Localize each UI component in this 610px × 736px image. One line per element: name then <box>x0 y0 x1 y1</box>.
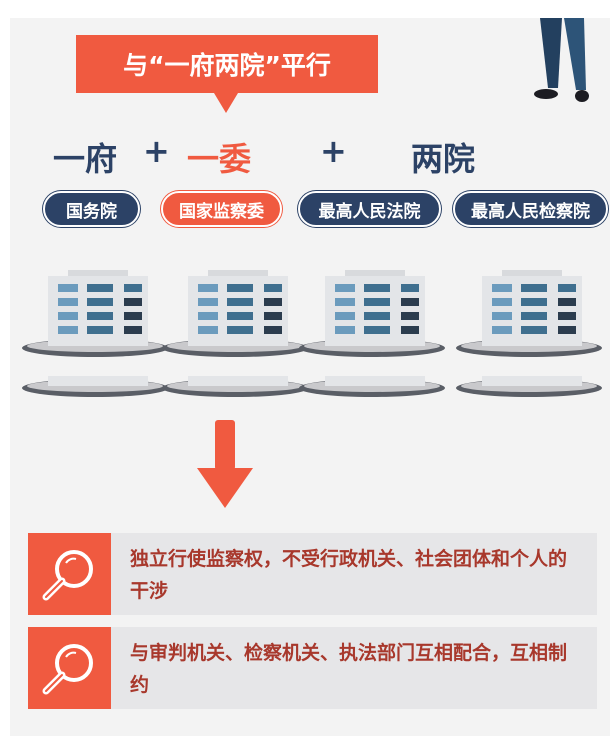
building-reflection <box>20 376 170 398</box>
plus-sign: + <box>143 132 170 170</box>
person-legs-illustration <box>534 18 589 102</box>
banner-pointer <box>214 93 238 113</box>
building-illustration <box>454 268 604 358</box>
feature-item: 与审判机关、检察机关、执法部门互相配合，互相制约 <box>28 627 597 709</box>
magnifier-icon <box>28 627 111 709</box>
pill-state-council: 国务院 <box>43 191 140 227</box>
building-illustration <box>297 268 447 358</box>
pill-supervisory-commission: 国家监察委 <box>161 191 282 227</box>
feature-text: 与审判机关、检察机关、执法部门互相配合，互相制约 <box>130 642 568 696</box>
feature-text: 独立行使监察权，不受行政机关、社会团体和个人的干涉 <box>130 548 568 602</box>
building-illustration <box>20 268 170 358</box>
heading-one-government: 一府 <box>53 140 118 178</box>
plus-sign: + <box>320 132 347 170</box>
building-reflection <box>160 376 310 398</box>
pill-supreme-court: 最高人民法院 <box>298 191 441 227</box>
heading-one-commission: 一委 <box>187 140 252 178</box>
feature-item: 独立行使监察权，不受行政机关、社会团体和个人的干涉 <box>28 533 597 615</box>
parallel-banner: 与“一府两院”平行 <box>76 35 378 93</box>
heading-two-courts: 两院 <box>411 140 476 178</box>
building-reflection <box>297 376 447 398</box>
building-reflection <box>454 376 604 398</box>
pill-supreme-procuratorate: 最高人民检察院 <box>453 191 608 227</box>
building-illustration <box>160 268 310 358</box>
magnifier-icon <box>28 533 111 615</box>
down-arrow-icon <box>197 420 253 508</box>
